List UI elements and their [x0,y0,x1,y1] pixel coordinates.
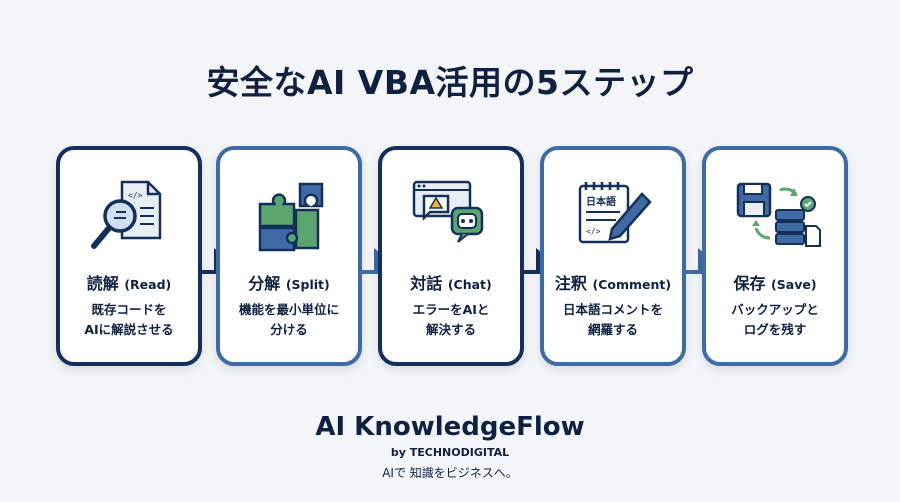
notepad-pen-icon: </> 日本語 [566,176,662,256]
step-description: バックアップと ログを残す [731,302,819,337]
brand-tagline: AIで 知識をビジネスへ。 [382,466,518,480]
steps-row: </> 読解 (Read) 既存コードを AIに解説させる [0,146,900,368]
step-description: 既存コードを AIに解説させる [84,302,174,337]
step-title: 対話 (Chat) [410,274,492,293]
notepad-label: 日本語 [586,197,616,208]
svg-text:</>: </> [586,227,601,236]
magnifier-document-icon: </> [91,180,162,249]
step-title: 保存 (Save) [733,274,817,293]
step-title: 読解 (Read) [86,274,172,293]
chat-robot-icon [412,180,484,243]
save-backup-icon [736,182,821,247]
puzzle-icon [258,182,324,252]
brand-name: AI KnowledgeFlow [315,412,585,442]
page-title: 安全なAI VBA活用の5ステップ [206,63,694,102]
step-card-comment: </> 日本語 注釈 (Comment) 日本語コメントを 網羅する [540,146,686,366]
step-description: エラーをAIと 解決する [412,302,490,337]
svg-text:</>: </> [128,191,143,200]
step-card-read: </> 読解 (Read) 既存コードを AIに解説させる [56,146,202,366]
step-title: 注釈 (Comment) [554,274,672,293]
step-card-save: 保存 (Save) バックアップと ログを残す [702,146,848,366]
step-card-split: 分解 (Split) 機能を最小単位に 分ける [216,146,362,366]
brand-byline: by TECHNODIGITAL [390,446,510,459]
step-card-chat: 対話 (Chat) エラーをAIと 解決する [378,146,524,366]
step-description: 機能を最小単位に 分ける [238,302,339,337]
step-description: 日本語コメントを 網羅する [562,302,663,337]
step-title: 分解 (Split) [248,274,330,293]
